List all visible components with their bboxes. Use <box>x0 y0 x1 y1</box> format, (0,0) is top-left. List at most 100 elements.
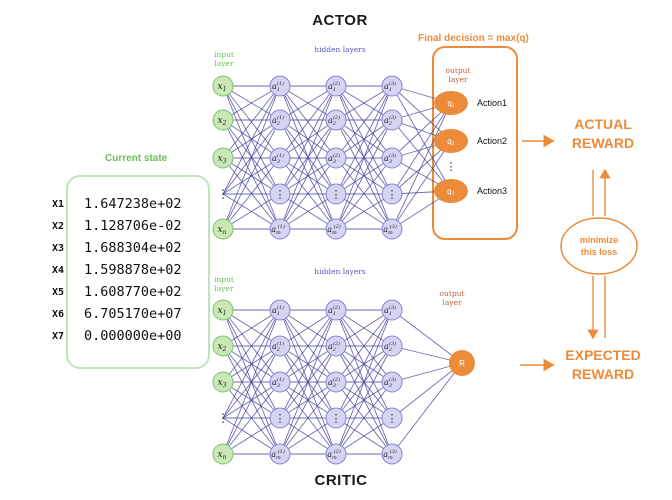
critic-edge <box>279 417 337 455</box>
state-key: X4 <box>52 265 65 276</box>
actor-edge <box>222 157 281 195</box>
actor-hidden-node <box>381 183 403 205</box>
critic-edge <box>222 345 281 455</box>
actor-edge <box>222 85 281 159</box>
actor-hidden-node <box>325 218 347 240</box>
actor-hidden-node <box>381 75 403 97</box>
critic-edge <box>279 381 337 455</box>
critic-edge <box>335 309 393 419</box>
final-decision-label: Final decision = max(q) <box>418 33 529 44</box>
critic-edge <box>335 417 393 455</box>
actor-edge <box>222 85 281 195</box>
actor-hidden-node <box>381 218 403 240</box>
critic-input-node-label: x3 <box>218 378 227 389</box>
actor-edge <box>335 157 393 230</box>
critic-edge <box>391 362 463 419</box>
state-key: X5 <box>52 287 65 298</box>
critic-edge <box>279 345 337 455</box>
actor-edge <box>222 157 281 230</box>
q-node <box>434 91 468 115</box>
actor-title: ACTOR <box>312 12 368 29</box>
state-key: X6 <box>52 309 65 320</box>
critic-edge <box>391 309 463 364</box>
actor-edge <box>391 102 452 230</box>
actor-edge <box>391 102 452 195</box>
actor-input-node-label: xn <box>218 225 227 236</box>
actor-input-node <box>212 109 234 131</box>
r-node <box>449 350 475 376</box>
actor-edge <box>279 85 337 159</box>
critic-hidden-node <box>381 299 403 321</box>
actor-hidden-node <box>381 109 403 131</box>
output-layer-frame <box>432 46 518 240</box>
critic-hidden-node <box>325 299 347 321</box>
actor-edge <box>335 119 393 159</box>
actor-edge <box>391 85 452 192</box>
critic-edge <box>335 309 393 383</box>
critic-edge <box>222 309 281 347</box>
actor-edge <box>391 119 452 192</box>
actor-edge <box>335 193 393 230</box>
state-value: 1.688304e+02 <box>84 240 182 256</box>
critic-output-layer-label: output layer <box>439 289 465 307</box>
actor-edge <box>279 119 337 230</box>
r-node-label: R <box>459 359 465 368</box>
critic-input-ellipsis: ⋮ <box>217 411 229 425</box>
actor-hidden-node <box>269 147 291 169</box>
actor-output-layer-label: output layer <box>445 66 471 84</box>
critic-edge <box>222 309 281 455</box>
actor-hidden-node <box>325 75 347 97</box>
current-state-title: Current state <box>105 153 168 164</box>
actor-edge <box>279 85 337 230</box>
actor-hidden-node <box>325 147 347 169</box>
critic-hidden-node <box>269 371 291 393</box>
critic-input-node <box>212 371 234 393</box>
critic-hidden-node <box>325 335 347 357</box>
current-state-box <box>66 175 210 369</box>
actor-hidden-ellipsis: ⋮ <box>387 189 398 201</box>
critic-hidden-node <box>325 407 347 429</box>
actor-edge <box>279 157 337 230</box>
q-node <box>434 129 468 153</box>
critic-hidden-node <box>269 335 291 357</box>
critic-hidden-node <box>269 407 291 429</box>
critic-input-node-label: xn <box>218 450 227 461</box>
state-value: 1.598878e+02 <box>84 262 182 278</box>
actor-input-node <box>212 75 234 97</box>
action-label-1: Action1 <box>477 98 508 108</box>
state-key: X7 <box>52 331 65 342</box>
actor-hidden-node <box>325 183 347 205</box>
critic-hidden-node <box>269 443 291 465</box>
state-key: X1 <box>52 199 65 210</box>
critic-hidden-node <box>381 443 403 465</box>
actor-edge <box>222 119 281 159</box>
critic-edge <box>335 309 393 347</box>
actor-hidden-node <box>325 109 347 131</box>
actor-edge <box>279 119 337 159</box>
critic-input-layer-label: input layer <box>214 275 234 293</box>
actor-edge <box>222 119 281 230</box>
critic-hidden-layers-label: hidden layers <box>314 267 366 276</box>
critic-hidden-node <box>381 335 403 357</box>
action-label-2: Action2 <box>477 136 508 146</box>
state-value: 1.647238e+02 <box>84 196 182 212</box>
critic-hidden-ellipsis: ⋮ <box>387 413 398 425</box>
actor-hidden-node <box>269 109 291 131</box>
critic-input-node <box>212 335 234 357</box>
critic-edge <box>335 345 393 455</box>
actor-edge <box>335 85 393 230</box>
actor-edge <box>222 193 281 230</box>
state-key: X3 <box>52 243 65 254</box>
actor-hidden-ellipsis: ⋮ <box>275 189 286 201</box>
actor-input-node-label: x1 <box>218 82 227 93</box>
critic-hidden-node <box>325 443 347 465</box>
critic-input-node-label: x2 <box>218 342 227 353</box>
state-value: 1.128706e-02 <box>84 218 182 234</box>
actor-edge <box>335 85 393 159</box>
action-label-3: Action3 <box>477 186 508 196</box>
actor-edge <box>279 193 337 230</box>
actor-edge <box>279 85 337 121</box>
state-key: X2 <box>52 221 65 232</box>
